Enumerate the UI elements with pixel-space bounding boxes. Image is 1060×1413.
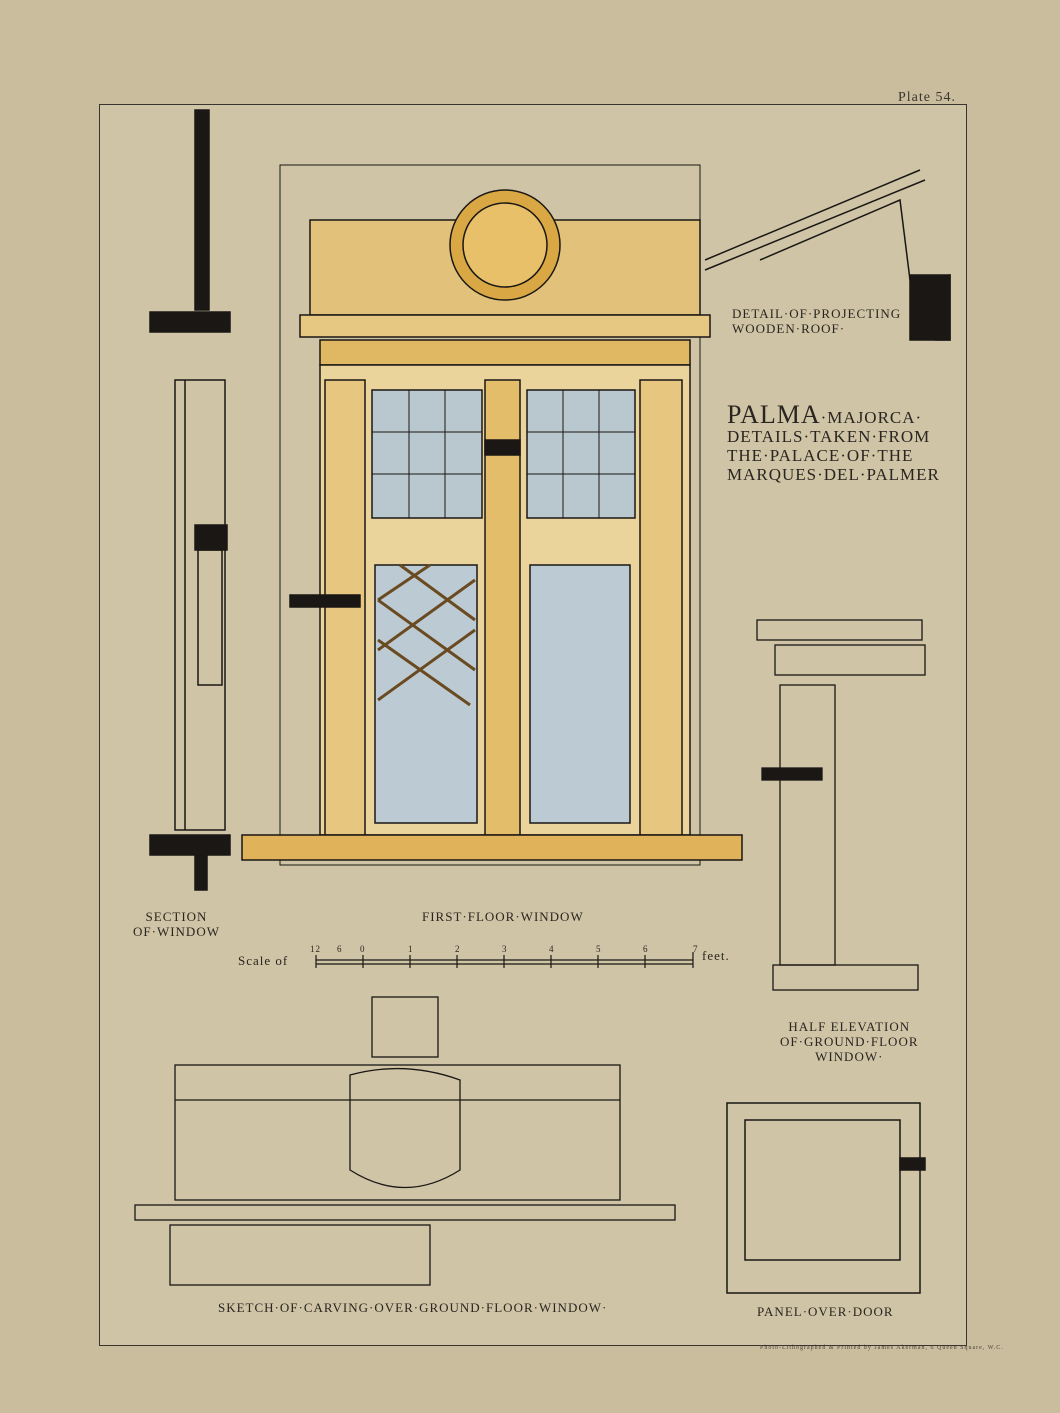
first-floor-window <box>241 164 743 866</box>
scale-tick: 6 <box>337 944 343 954</box>
scale-tick: 6 <box>643 944 649 954</box>
scale-bar <box>315 952 694 968</box>
title-palma: PALMA <box>727 400 821 429</box>
caption-line: WINDOW· <box>815 1049 884 1064</box>
plate-title: PALMA·MAJORCA· DETAILS·TAKEN·FROM THE·PA… <box>727 402 940 485</box>
scale-tick: 5 <box>596 944 602 954</box>
printer-credit: Photo-Lithographed & Printed by James Ak… <box>760 1345 1004 1351</box>
title-line: MARQUES·DEL·PALMER <box>727 465 940 484</box>
title-line: THE·PALACE·OF·THE <box>727 446 914 465</box>
scale-tick: 2 <box>455 944 461 954</box>
caption-carving: SKETCH·OF·CARVING·OVER·GROUND·FLOOR·WIND… <box>218 1300 608 1315</box>
half-elevation-drawing <box>756 619 926 991</box>
caption-section: SECTION OF·WINDOW <box>133 909 220 939</box>
caption-line: SECTION <box>145 909 208 924</box>
roof-detail <box>704 169 951 341</box>
scale-unit: feet. <box>702 948 730 963</box>
caption-line: OF·WINDOW <box>133 924 220 939</box>
scale-tick: 1 <box>408 944 414 954</box>
plate-number: Plate 54. <box>898 90 956 105</box>
caption-line: OF·GROUND·FLOOR <box>780 1034 919 1049</box>
title-majorca: ·MAJORCA· <box>820 408 923 427</box>
caption-panel: PANEL·OVER·DOOR <box>757 1304 894 1319</box>
caption-half-elevation: HALF ELEVATION OF·GROUND·FLOOR WINDOW· <box>780 1019 919 1064</box>
caption-first-floor: FIRST·FLOOR·WINDOW <box>422 909 584 924</box>
carving-sketch <box>134 996 676 1286</box>
scale-label: Scale of <box>238 953 289 968</box>
scale-tick: 4 <box>549 944 555 954</box>
scale-tick: 12 <box>310 944 321 954</box>
caption-line: DETAIL·OF·PROJECTING <box>732 306 902 321</box>
scale-tick: 7 <box>693 944 699 954</box>
scale-tick: 0 <box>360 944 366 954</box>
section-drawing <box>149 109 231 891</box>
caption-line: WOODEN·ROOF· <box>732 321 846 336</box>
title-line: DETAILS·TAKEN·FROM <box>727 427 931 446</box>
caption-roof: DETAIL·OF·PROJECTING WOODEN·ROOF· <box>732 306 901 336</box>
scale-tick: 3 <box>502 944 508 954</box>
panel-over-door <box>726 1102 926 1294</box>
caption-line: HALF ELEVATION <box>788 1019 911 1034</box>
